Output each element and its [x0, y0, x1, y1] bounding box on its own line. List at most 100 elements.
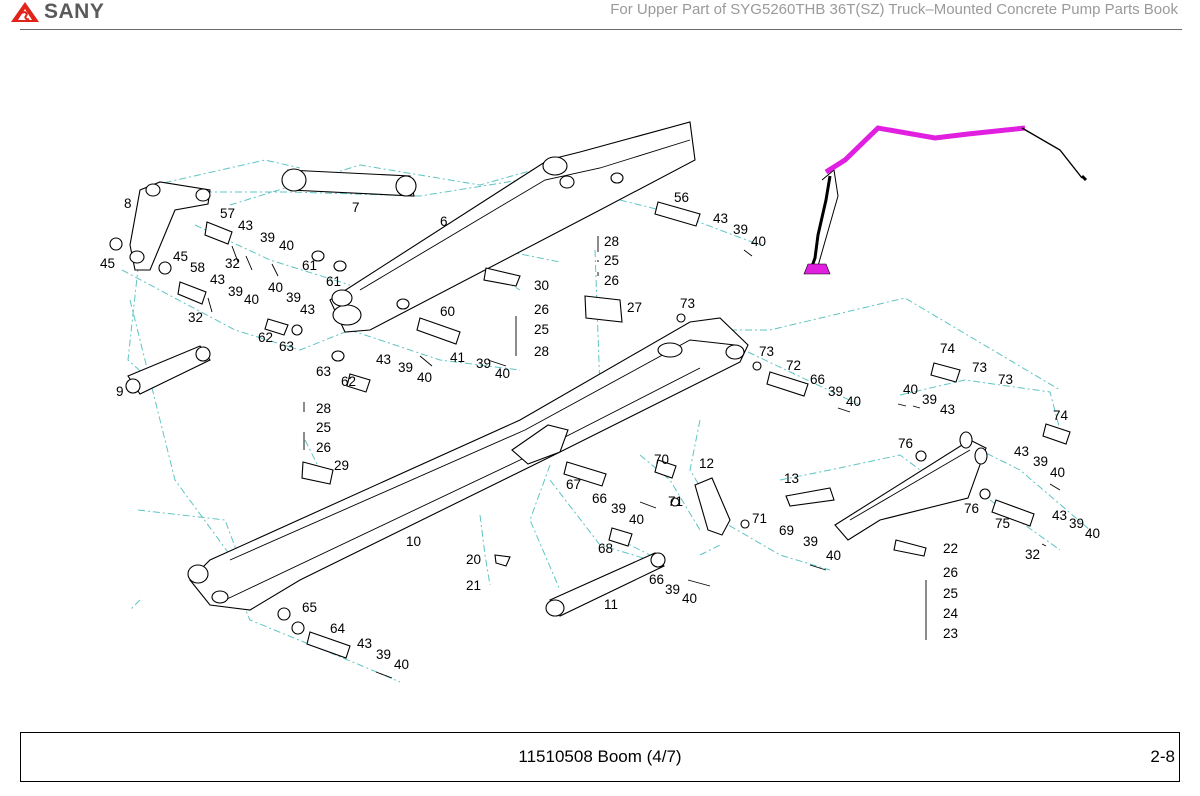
- callout-label: 40: [903, 382, 918, 397]
- callout-label: 40: [826, 548, 841, 563]
- callout-label: 61: [302, 258, 317, 273]
- callout-label: 73: [680, 296, 695, 311]
- part-callouts: 8 45 57 43 39 40 32 45 58 43 39 40 32 7 …: [100, 190, 1100, 672]
- callout-label: 26: [943, 565, 958, 580]
- callout-label: 27: [627, 300, 642, 315]
- callout-label: 40: [846, 394, 861, 409]
- callout-label: 7: [352, 200, 360, 215]
- callout-label: 45: [100, 256, 115, 271]
- callout-label: 40: [244, 292, 259, 307]
- callout-label: 24: [943, 606, 959, 621]
- callout-label: 21: [466, 578, 481, 593]
- callout-label: 43: [1052, 508, 1067, 523]
- callout-label: 43: [357, 636, 372, 651]
- callout-label: 43: [713, 211, 728, 226]
- callout-label: 63: [279, 339, 294, 354]
- arm-section-right: [834, 431, 988, 541]
- callout-label: 40: [629, 512, 644, 527]
- callout-label: 20: [466, 552, 481, 567]
- callout-label: 39: [828, 384, 843, 399]
- callout-label: 40: [1050, 465, 1065, 480]
- callout-label: 73: [759, 344, 774, 359]
- callout-label: 68: [598, 541, 613, 556]
- callout-label: 40: [268, 280, 283, 295]
- links-and-plates: [125, 181, 927, 567]
- sany-logo-icon: [11, 2, 39, 22]
- boom-assembly-preview: [803, 125, 1088, 275]
- callout-label: 8: [124, 196, 132, 211]
- callout-label: 65: [302, 600, 317, 615]
- callout-label: 43: [1014, 444, 1029, 459]
- callout-label: 9: [116, 384, 124, 399]
- callout-label: 32: [188, 310, 203, 325]
- callout-label: 39: [803, 534, 818, 549]
- callout-label: 26: [316, 440, 331, 455]
- callout-label: 40: [682, 591, 697, 606]
- boom-arm-10: [187, 317, 749, 611]
- callout-label: 62: [341, 374, 356, 389]
- callout-label: 40: [1085, 526, 1100, 541]
- callout-label: 26: [534, 302, 549, 317]
- callout-label: 25: [316, 420, 331, 435]
- callout-label: 63: [316, 364, 331, 379]
- callout-label: 12: [699, 456, 714, 471]
- callout-label: 40: [751, 234, 766, 249]
- callout-label: 70: [654, 452, 669, 467]
- callout-label: 64: [330, 621, 346, 636]
- callout-label: 39: [922, 392, 937, 407]
- cylinder-11: [545, 552, 666, 617]
- callout-label: 11: [604, 597, 618, 612]
- callout-label: 39: [376, 647, 391, 662]
- header-divider: [20, 29, 1182, 30]
- pins-and-bushings: [109, 201, 1071, 659]
- sany-logo: SANY: [10, 0, 104, 24]
- callout-label: 39: [228, 284, 243, 299]
- callout-label: 39: [733, 222, 748, 237]
- callout-label: 43: [210, 272, 225, 287]
- callout-label: 25: [534, 322, 549, 337]
- callout-label: 29: [334, 458, 349, 473]
- callout-label: 39: [398, 360, 413, 375]
- callout-label: 71: [668, 494, 683, 509]
- callout-label: 61: [326, 274, 341, 289]
- callout-label: 30: [534, 278, 549, 293]
- callout-label: 76: [964, 501, 979, 516]
- callout-label: 66: [810, 372, 825, 387]
- callout-label: 40: [394, 657, 409, 672]
- title-block: 11510508 Boom (4/7) 2-8: [20, 732, 1180, 782]
- boom-exploded-diagram: 8 45 57 43 39 40 32 45 58 43 39 40 32 7 …: [100, 121, 1100, 683]
- page-header: SANY For Upper Part of SYG5260THB 36T(SZ…: [0, 0, 1200, 32]
- callout-label: 60: [440, 304, 455, 319]
- callout-label: 23: [943, 626, 958, 641]
- callout-label: 39: [476, 356, 491, 371]
- callout-label: 66: [649, 572, 664, 587]
- callout-label: 32: [1025, 547, 1040, 562]
- callout-label: 25: [943, 586, 958, 601]
- document-title: For Upper Part of SYG5260THB 36T(SZ) Tru…: [610, 1, 1178, 18]
- callout-label: 74: [940, 341, 956, 356]
- callout-label: 67: [566, 477, 581, 492]
- callout-label: 43: [238, 218, 253, 233]
- drawing-title: 11510508 Boom (4/7): [518, 747, 682, 766]
- callout-label: 73: [972, 360, 987, 375]
- brand-name: SANY: [44, 0, 105, 23]
- callout-label: 43: [300, 302, 315, 317]
- callout-label: 73: [998, 372, 1013, 387]
- callout-label: 10: [406, 534, 421, 549]
- callout-label: 28: [604, 234, 619, 249]
- callout-label: 56: [674, 190, 689, 205]
- callout-label: 32: [225, 256, 240, 271]
- callout-label: 57: [220, 206, 235, 221]
- bolts-and-washers: [207, 236, 1061, 679]
- callout-label: 39: [260, 230, 275, 245]
- callout-label: 6: [440, 214, 448, 229]
- callout-label: 43: [940, 402, 955, 417]
- callout-label: 26: [604, 273, 619, 288]
- callout-label: 45: [173, 249, 188, 264]
- callout-label: 13: [784, 471, 799, 486]
- cylinder-7: [281, 168, 417, 197]
- callout-label: 40: [495, 366, 510, 381]
- callout-label: 62: [258, 330, 273, 345]
- callout-label: 39: [1033, 454, 1048, 469]
- callout-label: 41: [450, 350, 465, 365]
